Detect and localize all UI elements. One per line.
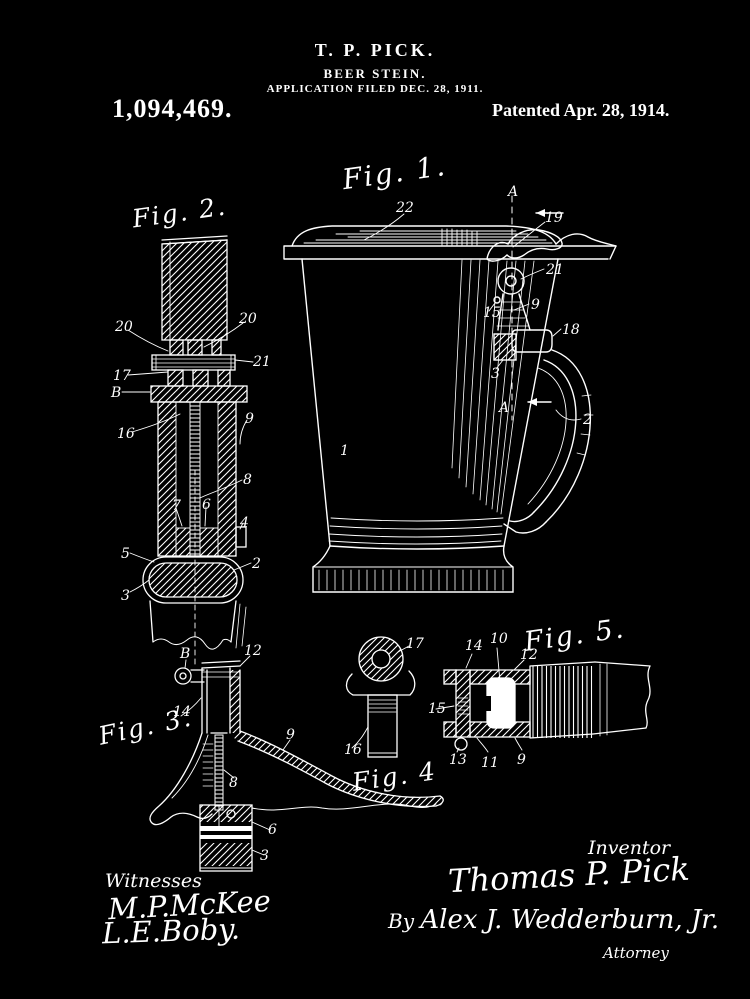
fig2-ref-5: 5 <box>121 546 130 562</box>
fig3-ref-9: 9 <box>286 727 295 743</box>
patented-date-line: Patented Apr. 28, 1914. <box>492 100 670 120</box>
fig3-ref-6: 6 <box>268 822 277 838</box>
inventor-name-heading: T. P. PICK. <box>314 40 436 60</box>
invention-title: BEER STEIN. <box>323 66 427 81</box>
by-prefix: By <box>388 909 414 933</box>
fig4-ref-17: 17 <box>406 636 424 652</box>
witness-signature-2: L.E.Boby. <box>101 911 241 951</box>
fig2-ref-20-right: 20 <box>239 311 257 327</box>
inventor-heading: Inventor <box>588 837 671 859</box>
application-filed-line: APPLICATION FILED DEC. 28, 1911. <box>266 83 484 95</box>
patent-number: 1,094,469. <box>112 94 233 123</box>
fig1-ref-9: 9 <box>531 297 540 313</box>
fig2-drawing <box>121 235 254 667</box>
fig2-ref-4: 4 <box>240 515 249 531</box>
fig1-ref-22: 22 <box>396 200 414 216</box>
fig3-ref-12: 12 <box>244 643 262 659</box>
fig2-ref-7: 7 <box>172 498 181 514</box>
attorney-by-line: By Alex J. Wedderburn, Jr. <box>388 905 719 935</box>
fig1-ref-3: 3 <box>491 366 500 382</box>
fig4-drawing <box>345 636 416 758</box>
fig1-ref-19: 19 <box>545 210 563 226</box>
fig2-ref-2: 2 <box>252 556 261 572</box>
fig3-ref-8: 8 <box>229 775 238 791</box>
fig1-ref-2: 2 <box>583 412 592 428</box>
fig5-ref-13: 13 <box>449 752 467 768</box>
witnesses-heading: Witnesses <box>105 870 202 892</box>
fig4-ref-16: 16 <box>344 742 362 758</box>
fig3-ref-14: 14 <box>173 704 191 720</box>
fig3-drawing <box>149 655 444 872</box>
fig5-ref-15: 15 <box>428 701 446 717</box>
fig5-ref-11: 11 <box>481 755 499 771</box>
fig2-ref-9: 9 <box>245 411 254 427</box>
fig2-ref-20-left: 20 <box>115 319 133 335</box>
fig2-ref-17: 17 <box>113 368 131 384</box>
fig5-drawing <box>435 647 651 753</box>
fig2-ref-21: 21 <box>253 354 271 370</box>
attorney-signature: Alex J. Wedderburn, Jr. <box>420 905 720 935</box>
fig1-ref-1: 1 <box>340 443 349 459</box>
fig1-ref-A-top: A <box>508 184 519 200</box>
fig5-ref-10: 10 <box>490 631 508 647</box>
fig2-ref-8: 8 <box>243 472 252 488</box>
fig1-ref-15: 15 <box>483 305 501 321</box>
fig3-ref-B: B <box>180 646 191 662</box>
fig3-ref-3: 3 <box>260 848 269 864</box>
fig1-ref-18: 18 <box>562 322 580 338</box>
fig1-ref-A-bottom: A <box>499 400 510 416</box>
fig2-ref-B: B <box>111 385 122 401</box>
fig1-drawing <box>283 195 617 593</box>
fig2-ref-6: 6 <box>202 497 211 513</box>
fig5-ref-14: 14 <box>465 638 483 654</box>
fig1-ref-21: 21 <box>546 262 564 278</box>
fig5-ref-12: 12 <box>520 647 538 663</box>
fig2-ref-16: 16 <box>117 426 135 442</box>
fig5-ref-9: 9 <box>517 752 526 768</box>
attorney-heading: Attorney <box>603 944 669 962</box>
fig2-ref-3: 3 <box>121 588 130 604</box>
